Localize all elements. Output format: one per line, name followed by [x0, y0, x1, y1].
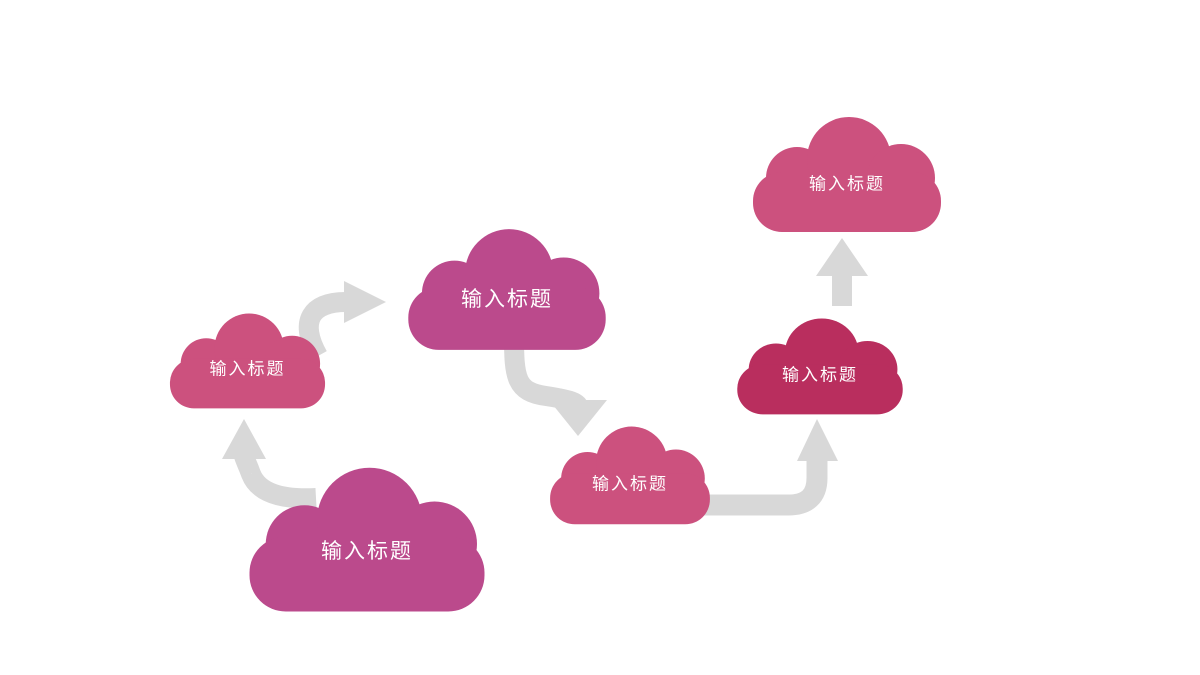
cloud-label-top-middle: 输入标题	[461, 287, 553, 311]
arrow-right-dark-to-top-right	[816, 238, 868, 306]
cloud-shape-top-right[interactable]: 输入标题	[747, 114, 947, 234]
cloud-label-left: 输入标题	[209, 359, 286, 379]
cloud-shape-left[interactable]: 输入标题	[165, 311, 330, 410]
arrow-mid-right-to-right-dark	[700, 419, 838, 516]
cloud-label-mid-right: 输入标题	[592, 474, 668, 494]
cloud-shape-top-middle[interactable]: 输入标题	[402, 226, 612, 352]
cloud-label-right-dark: 输入标题	[782, 365, 858, 385]
cloud-label-top-right: 输入标题	[809, 174, 885, 194]
cloud-label-bottom: 输入标题	[321, 539, 413, 563]
cloud-shape-mid-right[interactable]: 输入标题	[545, 424, 715, 526]
arrow-top-middle-to-mid-right	[504, 335, 607, 436]
cloud-shape-right-dark[interactable]: 输入标题	[732, 316, 908, 416]
arrow-bottom-to-left	[222, 419, 317, 509]
cloud-shape-bottom[interactable]: 输入标题	[242, 464, 492, 614]
